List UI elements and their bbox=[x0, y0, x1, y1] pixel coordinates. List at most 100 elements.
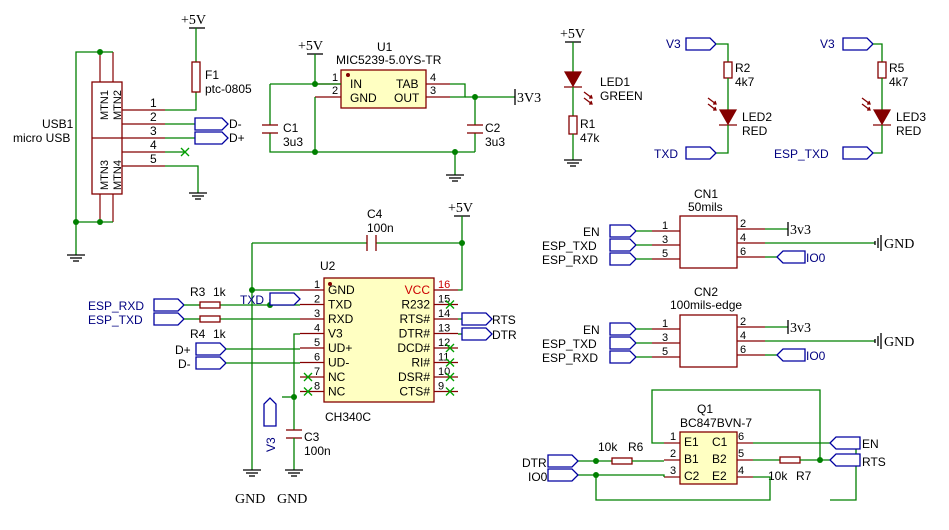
cn-pin-left: 3 bbox=[662, 332, 668, 344]
cn1-esp-txd-label: ESP_TXD bbox=[542, 239, 597, 253]
r1-value: 47k bbox=[580, 131, 600, 145]
u2-dminus-label: D- bbox=[178, 357, 191, 371]
u2-left-pin-num: 2 bbox=[314, 294, 320, 306]
u2-gnd-label-2: GND bbox=[277, 492, 307, 507]
no-connect-marker bbox=[180, 147, 190, 157]
q1-c1: C1 bbox=[712, 435, 728, 449]
r3-value: 1k bbox=[213, 285, 227, 299]
no-connect-marker bbox=[303, 372, 313, 382]
cn-pin-left: 5 bbox=[662, 248, 668, 260]
capacitor-c3: C3 100n bbox=[286, 429, 331, 458]
r6-ref: R6 bbox=[628, 440, 644, 454]
usb-d-minus-label: D- bbox=[229, 117, 242, 131]
q1-pin-1: 1 bbox=[670, 431, 676, 443]
cn2-esp-txd-label: ESP_TXD bbox=[542, 337, 597, 351]
c4-value: 100n bbox=[367, 221, 394, 235]
fuse-value: ptc-0805 bbox=[205, 82, 252, 96]
capacitor-c4: C4 100n bbox=[366, 207, 394, 251]
u2-left-pin-name: UD+ bbox=[328, 341, 352, 355]
r6-value: 10k bbox=[598, 440, 618, 454]
usb-pin-4: 4 bbox=[150, 138, 157, 152]
c3-value: 100n bbox=[304, 444, 331, 458]
reg-pin-2: 2 bbox=[332, 85, 338, 97]
cn2-io0-label: IO0 bbox=[806, 349, 826, 363]
u2-value: CH340C bbox=[325, 410, 371, 424]
c1-ref: C1 bbox=[283, 121, 299, 135]
led3-ref: LED3 bbox=[896, 110, 926, 124]
led2-value: RED bbox=[742, 124, 768, 138]
usb-pin-3: 3 bbox=[150, 124, 157, 138]
r5-ref: R5 bbox=[889, 61, 905, 75]
no-connect-marker bbox=[445, 358, 455, 367]
led2-ref: LED2 bbox=[742, 110, 772, 124]
cn2-value: 100mils-edge bbox=[670, 298, 742, 312]
r7-ref: R7 bbox=[796, 469, 812, 483]
fuse-ref: F1 bbox=[205, 68, 219, 82]
q1-pin-4: 4 bbox=[738, 465, 744, 477]
u2-left-pin-name: TXD bbox=[328, 298, 352, 312]
cn-pin-right: 4 bbox=[740, 330, 746, 342]
cn1-gnd-label: GND bbox=[884, 237, 914, 252]
v3-port bbox=[263, 397, 277, 427]
u2-right-pin-name: RTS# bbox=[400, 312, 431, 326]
r7-value: 10k bbox=[768, 469, 788, 483]
cn-pin-right: 2 bbox=[740, 316, 746, 328]
resistor-r7 bbox=[779, 456, 801, 464]
u2-right-pin-name: CTS# bbox=[399, 385, 430, 399]
usb-pin-2: 2 bbox=[150, 110, 157, 124]
u2-left-pin-name: GND bbox=[328, 283, 355, 297]
usb-pin-5: 5 bbox=[150, 152, 157, 166]
u2-left-pin-name: RXD bbox=[328, 312, 354, 326]
q1-pin-5: 5 bbox=[738, 448, 744, 460]
usb-pin-1: 1 bbox=[150, 96, 157, 110]
cn-pin-right: 2 bbox=[740, 218, 746, 230]
reg-pin-1: 1 bbox=[332, 72, 338, 84]
r4-value: 1k bbox=[213, 327, 227, 341]
usb-value: micro USB bbox=[13, 131, 70, 145]
q1-e2: E2 bbox=[712, 469, 727, 483]
resistor-r4-top bbox=[199, 315, 221, 323]
c2-ref: C2 bbox=[485, 121, 501, 135]
led1-ref: LED1 bbox=[600, 75, 630, 89]
led2-v3-label: V3 bbox=[666, 37, 681, 51]
cn-pin-right: 6 bbox=[740, 344, 746, 356]
reg-pin-tab: TAB bbox=[396, 77, 418, 91]
reg-power-label: +5V bbox=[298, 39, 323, 54]
u2-right-pin-name: RI# bbox=[411, 356, 430, 370]
cn2-3v3-label: 3v3 bbox=[790, 321, 811, 336]
reg-pin-out: OUT bbox=[394, 91, 420, 105]
no-connect-marker bbox=[445, 343, 455, 353]
led3-red: V3 R5 4k7 LED3 RED ESP_TXD bbox=[774, 37, 926, 161]
u2-right-pin-name: DCD# bbox=[397, 341, 430, 355]
reg-pin-3: 3 bbox=[430, 85, 436, 97]
q1-pin-6: 6 bbox=[738, 431, 744, 443]
led2-txd-label: TXD bbox=[654, 147, 678, 161]
q1-ref: Q1 bbox=[697, 402, 713, 416]
cn1-io0-label: IO0 bbox=[806, 251, 826, 265]
r5-value: 4k7 bbox=[889, 75, 909, 89]
q1-c2: C2 bbox=[684, 469, 700, 483]
reg-pin-4: 4 bbox=[430, 72, 436, 84]
u2-left-pin-name: UD- bbox=[328, 356, 349, 370]
r4-ref: R4 bbox=[190, 327, 206, 341]
transistor-q1: Q1 BC847BVN-7 E1 B1 C2 C1 B2 E2 1 2 3 6 … bbox=[664, 402, 753, 485]
usb-mtn1: MTN1 bbox=[99, 90, 111, 120]
u2-right-pin-num: 9 bbox=[438, 381, 444, 393]
q1-rts-label: RTS bbox=[862, 455, 886, 469]
u2-left-pin-num: 1 bbox=[314, 279, 320, 291]
u2-dplus-label: D+ bbox=[175, 343, 191, 357]
q1-dtr-label: DTR bbox=[522, 456, 547, 470]
c4-ref: C4 bbox=[367, 207, 383, 221]
c2-value: 3u3 bbox=[485, 135, 505, 149]
cn-pin-left: 1 bbox=[662, 318, 668, 330]
r2-ref: R2 bbox=[735, 61, 751, 75]
u2-ref: U2 bbox=[320, 259, 336, 273]
usb-mtn2: MTN2 bbox=[112, 90, 124, 120]
cn-pin-left: 1 bbox=[662, 220, 668, 232]
c3-ref: C3 bbox=[304, 430, 320, 444]
cn-pin-right: 4 bbox=[740, 232, 746, 244]
u2-right-pin-num: 13 bbox=[438, 323, 450, 335]
no-connect-marker bbox=[303, 387, 313, 396]
